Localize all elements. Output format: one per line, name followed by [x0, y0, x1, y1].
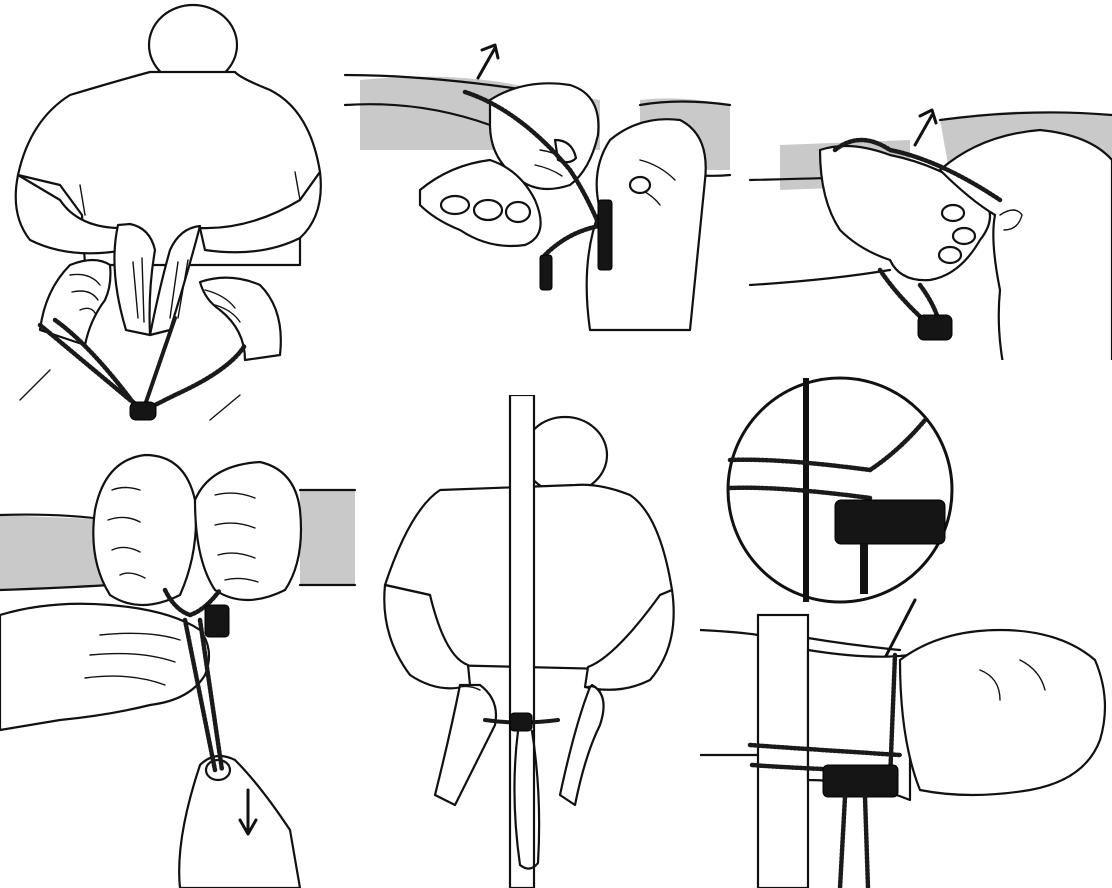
hands-tightening-cord-icon: [340, 0, 740, 360]
hands-pulling-loop-icon: [740, 0, 1112, 410]
step-3-panel: [740, 0, 1112, 410]
person-back-hands-behind-icon: [0, 0, 340, 440]
step-6-panel: [700, 360, 1112, 888]
wrist-tied-to-pole-closeup-icon: [700, 360, 1112, 888]
person-restrained-to-pole-icon: [360, 395, 700, 888]
step-2-panel: [340, 0, 740, 360]
step-1-panel: [0, 0, 340, 440]
fists-cord-pulled-down-icon: [0, 440, 360, 888]
step-5-panel: [360, 395, 700, 888]
step-4-panel: [0, 440, 360, 888]
